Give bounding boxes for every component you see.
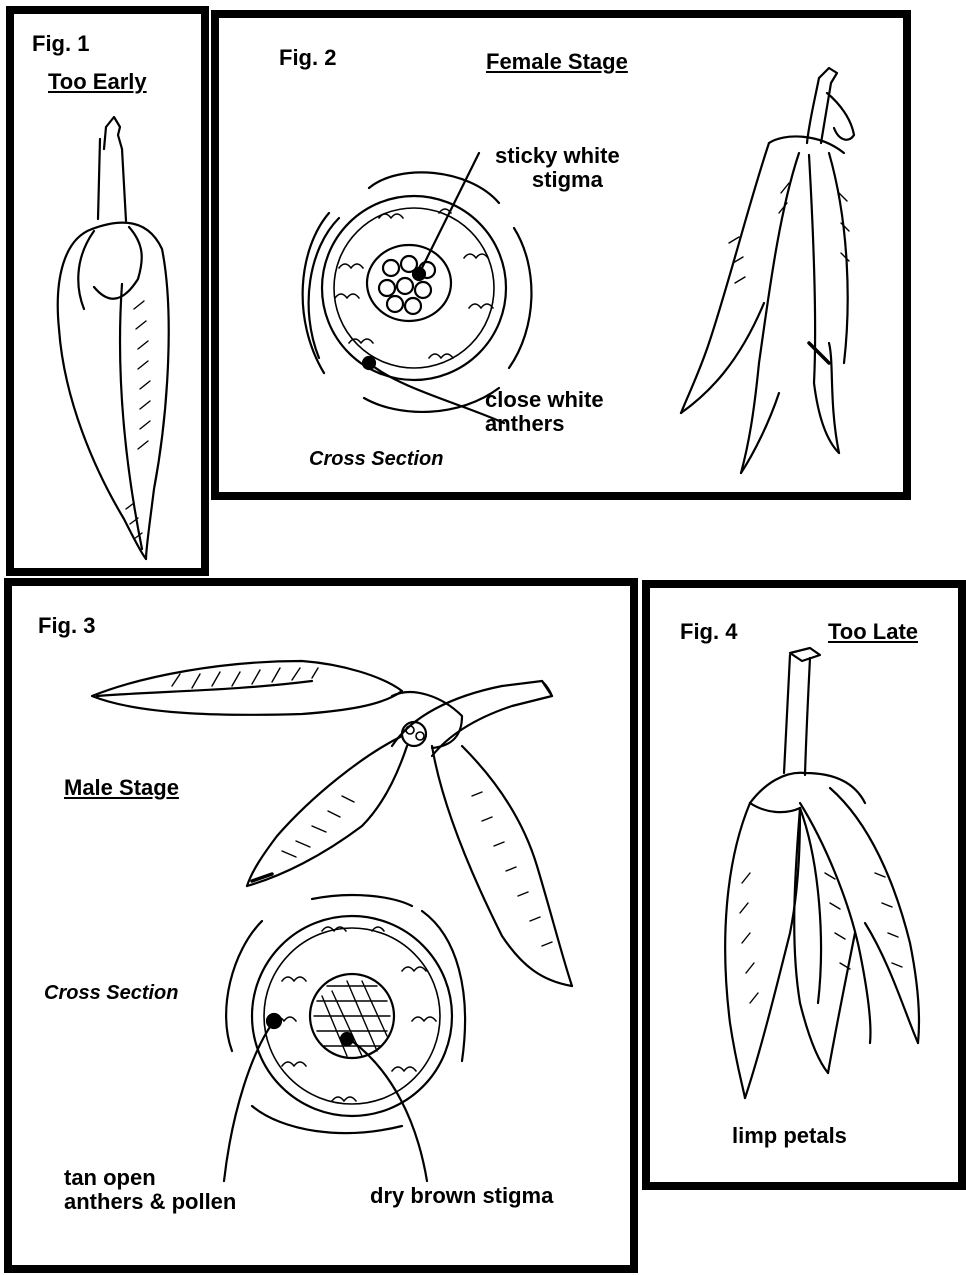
fig1-label: Fig. 1 [32,32,89,56]
fig4-caption: limp petals [732,1124,847,1148]
fig1-title: Too Early [48,70,147,94]
fig1-panel: Fig. 1 Too Early [6,6,209,576]
fig3-anthers-line1: tan open [64,1166,236,1190]
fig4-panel: Fig. 4 Too Late limp petals [642,580,966,1190]
fig2-label: Fig. 2 [279,46,336,70]
fig2-flower-drawing [669,63,869,483]
fig1-bud-drawing [34,109,214,569]
fig4-flower-drawing [650,643,950,1113]
fig2-cross-section-label: Cross Section [309,448,443,470]
fig4-title: Too Late [828,620,918,644]
fig3-cross-section-drawing [212,891,492,1191]
fig2-cross-section-drawing [269,158,549,438]
fig4-label: Fig. 4 [680,620,737,644]
fig2-title: Female Stage [486,50,628,74]
fig3-anthers-line2: anthers & pollen [64,1190,236,1214]
fig3-cross-section-label: Cross Section [44,982,178,1004]
fig3-panel: Fig. 3 Male Stage Cross Section tan open… [4,578,638,1273]
fig3-anthers-callout: tan open anthers & pollen [64,1166,236,1214]
fig3-label: Fig. 3 [38,614,95,638]
fig2-panel: Fig. 2 Female Stage sticky white stigma … [211,10,911,500]
